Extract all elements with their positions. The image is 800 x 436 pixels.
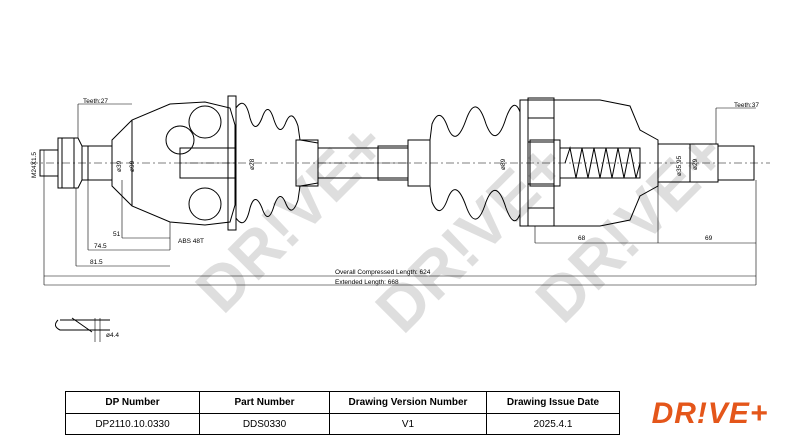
split-pin (54, 317, 110, 333)
dim-81-5: 81.5 (90, 259, 103, 266)
drive-shaft-drawing: DR!VE+ DR!VE+ DR!VE+ (30, 95, 770, 346)
dia-right-seal: ø35.95 (676, 155, 683, 176)
title-block: DP Number Part Number Drawing Version Nu… (65, 391, 620, 435)
teeth-left-label: Teeth:27 (83, 98, 108, 105)
abs-ring (227, 95, 237, 231)
pin-dia-label: ø4.4 (106, 332, 119, 339)
dia-left-shaft: ø39 (116, 160, 123, 172)
header-drawing-version: Drawing Version Number (348, 397, 468, 408)
dim-68: 68 (578, 235, 586, 242)
right-boot (429, 104, 521, 222)
left-boot (235, 102, 319, 224)
spring (564, 146, 641, 179)
dia-bar-left: ø28 (249, 158, 256, 170)
header-issue-date: Drawing Issue Date (506, 397, 600, 408)
teeth-right-label: Teeth:37 (734, 102, 759, 109)
dim-74-5: 74.5 (94, 243, 107, 250)
dim-51: 51 (113, 231, 121, 238)
dim-69: 69 (705, 235, 713, 242)
abs-label: ABS 48T (178, 238, 204, 245)
watermark-group: DR!VE+ DR!VE+ DR!VE+ (182, 108, 740, 346)
header-part-number: Part Number (234, 397, 295, 408)
value-issue-date: 2025.4.1 (533, 418, 573, 430)
header-dp-number: DP Number (105, 397, 160, 408)
overall-length-label: Overall Compressed Length: 624 (335, 269, 431, 276)
value-part-number: DDS0330 (242, 418, 287, 430)
value-drawing-version: V1 (401, 418, 415, 430)
dia-right-shaft: ø29 (692, 158, 699, 170)
thread-label: M24X1.5 (31, 152, 38, 178)
dia-bar-right: ø89 (500, 158, 507, 170)
value-dp-number: DP2110.10.0330 (95, 418, 170, 430)
drive-logo: DR!VE+ (651, 397, 769, 430)
extended-length-label: Extended Length: 668 (335, 279, 399, 286)
dia-left-joint: ø99 (129, 160, 136, 172)
